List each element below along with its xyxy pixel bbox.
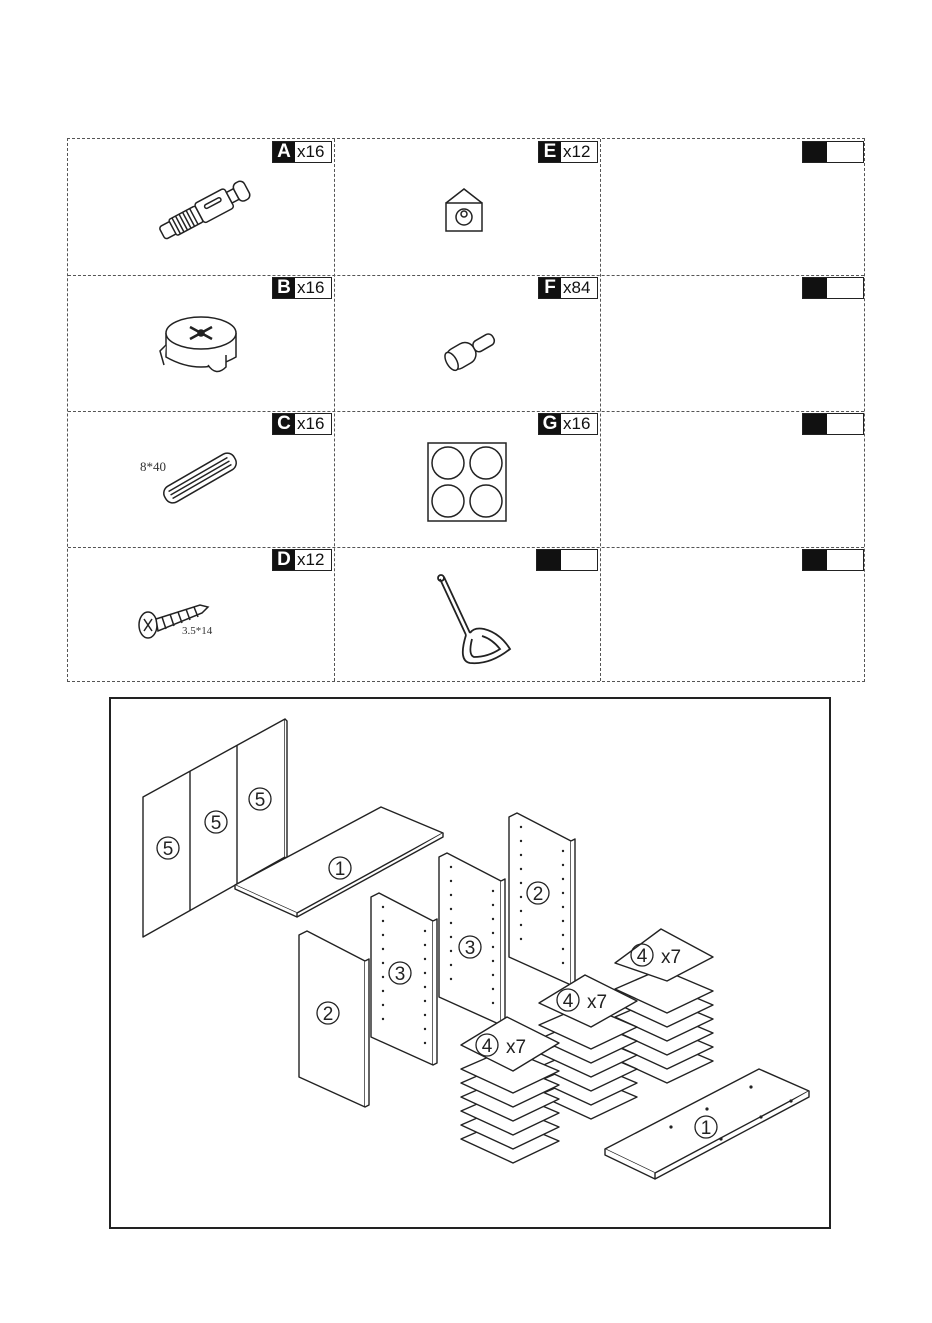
- part-letter: C: [273, 414, 295, 434]
- part-cell-d: D x12 3.5*14: [68, 547, 334, 683]
- cam-lock-icon: [156, 305, 246, 395]
- part-letter: B: [273, 278, 295, 298]
- part-quantity: x16: [295, 142, 331, 162]
- callout-label: 2: [323, 1004, 334, 1025]
- part-tag-e: E x12: [538, 141, 598, 163]
- part-cell-allen-key: [334, 547, 600, 683]
- part-cell-empty: [600, 139, 866, 275]
- part-quantity: x16: [295, 278, 331, 298]
- part-cell-empty: [600, 411, 866, 547]
- part-letter-blank: [803, 414, 827, 434]
- part-letter-blank: [803, 142, 827, 162]
- callout-label: 4: [637, 946, 648, 967]
- callout-quantity: x7: [506, 1037, 526, 1058]
- felt-pads-icon: [426, 441, 508, 523]
- part-tag-g: G x16: [538, 413, 598, 435]
- part-tag-blank: [802, 549, 864, 571]
- part-quantity-blank: [827, 550, 863, 570]
- panel-parts-diagram: 1 1 2 2 3 3 4 4 4 x7 x7 x7 5 5 5: [109, 697, 831, 1229]
- part-tag-f: F x84: [538, 277, 598, 299]
- screw-icon: [128, 587, 218, 647]
- part-quantity: x16: [561, 414, 597, 434]
- cam-bolt-icon: [148, 169, 268, 249]
- callout-label: 3: [395, 964, 406, 985]
- part-tag-blank: [536, 549, 598, 571]
- part-quantity: x12: [295, 550, 331, 570]
- part-quantity: x84: [561, 278, 597, 298]
- side-panel-left: [299, 931, 369, 1107]
- part-cell-c: C x16 8*40: [68, 411, 334, 547]
- part-tag-c: C x16: [272, 413, 332, 435]
- part-tag-blank: [802, 277, 864, 299]
- part-letter: E: [539, 142, 561, 162]
- callout-quantity: x7: [587, 992, 607, 1013]
- wooden-dowel-icon: [150, 443, 250, 513]
- part-letter: G: [539, 414, 561, 434]
- shelf-pin-icon: [436, 319, 506, 379]
- part-quantity: x12: [561, 142, 597, 162]
- callout-label: 4: [482, 1036, 493, 1057]
- part-cell-g: G x16: [334, 411, 600, 547]
- part-tag-blank: [802, 141, 864, 163]
- part-cell-e: E x12: [334, 139, 600, 275]
- part-letter: F: [539, 278, 561, 298]
- hardware-parts-grid: A x16 B x16: [67, 138, 865, 682]
- allen-key-icon: [430, 569, 520, 669]
- part-quantity-blank: [827, 278, 863, 298]
- part-quantity-blank: [827, 142, 863, 162]
- part-quantity-blank: [827, 414, 863, 434]
- part-tag-a: A x16: [272, 141, 332, 163]
- corner-bracket-icon: [440, 183, 490, 235]
- callout-label: 5: [211, 813, 222, 834]
- part-cell-a: A x16: [68, 139, 334, 275]
- callout-quantity: x7: [661, 947, 681, 968]
- part-tag-blank: [802, 413, 864, 435]
- callout-label: 3: [465, 938, 476, 959]
- part-tag-d: D x12: [272, 549, 332, 571]
- callout-label: 2: [533, 884, 544, 905]
- callout-label: 5: [255, 790, 266, 811]
- part-quantity-blank: [561, 550, 597, 570]
- part-letter-blank: [537, 550, 561, 570]
- part-cell-f: F x84: [334, 275, 600, 411]
- part-tag-b: B x16: [272, 277, 332, 299]
- callout-label: 1: [701, 1118, 712, 1139]
- callout-label: 5: [163, 839, 174, 860]
- part-letter: A: [273, 142, 295, 162]
- part-cell-b: B x16: [68, 275, 334, 411]
- part-letter: D: [273, 550, 295, 570]
- part-letter-blank: [803, 550, 827, 570]
- panel-parts-drawing: 1 1 2 2 3 3 4 4 4 x7 x7 x7 5 5 5: [111, 699, 829, 1227]
- callout-label: 1: [335, 859, 346, 880]
- part-cell-empty: [600, 547, 866, 683]
- part-quantity: x16: [295, 414, 331, 434]
- part-letter-blank: [803, 278, 827, 298]
- callout-label: 4: [563, 991, 574, 1012]
- part-cell-empty: [600, 275, 866, 411]
